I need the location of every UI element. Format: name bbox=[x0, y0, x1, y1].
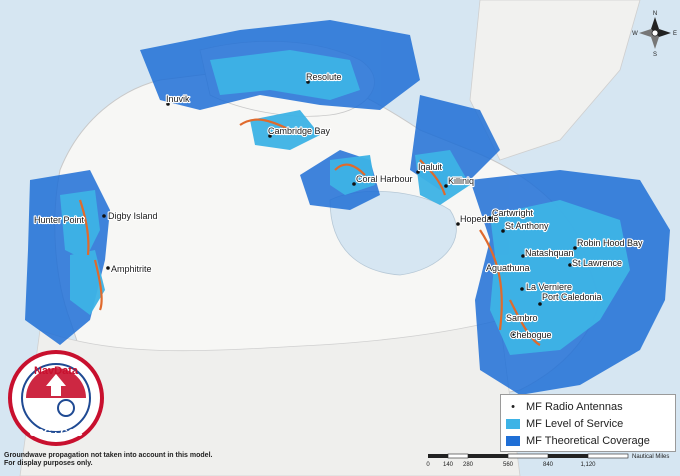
compass-rose-icon: N E S W bbox=[632, 11, 677, 58]
site-st-anthony: St Anthony bbox=[501, 220, 550, 233]
disclaimer-line-2: For display purposes only. bbox=[4, 460, 93, 467]
site-st-lawrence: St Lawrence bbox=[568, 257, 623, 269]
site-label: Hunter Point bbox=[34, 215, 85, 225]
swatch-theoretical-coverage bbox=[506, 435, 520, 446]
site-label: St Lawrence bbox=[572, 258, 622, 268]
site-label: Robin Hood Bay bbox=[577, 238, 643, 248]
site-robin-hood-bay: Robin Hood Bay bbox=[573, 237, 644, 250]
site-inuvik: Inuvik bbox=[165, 93, 191, 106]
site-label: Cartwright bbox=[492, 208, 534, 218]
scale-bar: 0 140 280 560 840 1,120 Nautical Miles bbox=[426, 453, 669, 468]
site-label: Chebogue bbox=[510, 330, 552, 340]
disclaimer-line-1: Groundwave propagation not taken into ac… bbox=[4, 452, 213, 459]
compass-west: W bbox=[632, 31, 638, 37]
site-iqaluit: Iqaluit bbox=[416, 161, 444, 174]
legend-label-level-of-service: MF Level of Service bbox=[526, 417, 624, 430]
site-hunter-point: Hunter Point bbox=[33, 214, 86, 226]
legend-row-theoretical-coverage: MF Theoretical Coverage bbox=[506, 432, 670, 449]
site-la-verniere: La Verniere bbox=[520, 281, 573, 293]
legend-label-theoretical-coverage: MF Theoretical Coverage bbox=[526, 434, 650, 447]
navdata-logo: NavData CCG · GCC bbox=[8, 350, 104, 446]
hudson-bay bbox=[329, 190, 457, 276]
site-label: Natashquan bbox=[525, 248, 574, 258]
scale-tick: 1,120 bbox=[580, 462, 596, 468]
site-amphitrite: Amphitrite bbox=[106, 263, 153, 275]
site-hopedale: Hopedale bbox=[456, 213, 500, 226]
compass-north: N bbox=[653, 11, 657, 17]
site-label: Resolute bbox=[306, 72, 342, 82]
coastline-highlights bbox=[78, 118, 541, 346]
site-chebogue: Chebogue bbox=[509, 329, 553, 341]
legend-row-antennas: • MF Radio Antennas bbox=[506, 398, 670, 415]
site-label: Killiniq bbox=[448, 176, 474, 186]
site-cartwright: Cartwright bbox=[488, 207, 535, 220]
site-label: Amphitrite bbox=[111, 264, 152, 274]
maple-leaf-icon bbox=[46, 374, 66, 396]
site-aguathuna: Aguathuna bbox=[485, 262, 531, 274]
scale-tick: 560 bbox=[503, 462, 514, 468]
antenna-dot-icon: • bbox=[511, 400, 515, 413]
compass-east: E bbox=[673, 31, 677, 37]
site-digby-island: Digby Island bbox=[102, 210, 159, 222]
site-label: Aguathuna bbox=[486, 263, 530, 273]
site-label: Sambro bbox=[506, 313, 538, 323]
compass-south: S bbox=[653, 52, 657, 58]
site-sambro: Sambro bbox=[505, 312, 539, 324]
site-label: Port Caledonia bbox=[542, 292, 602, 302]
site-label: Digby Island bbox=[108, 211, 158, 221]
legend-row-level-of-service: MF Level of Service bbox=[506, 415, 670, 432]
scale-tick: 280 bbox=[463, 462, 474, 468]
site-coral-harbour: Coral Harbour bbox=[352, 173, 414, 186]
site-cambridge-bay: Cambridge Bay bbox=[267, 125, 332, 138]
scale-tick: 840 bbox=[543, 462, 554, 468]
site-label: St Anthony bbox=[505, 221, 549, 231]
logo-bottom-text: CCG · GCC bbox=[29, 428, 82, 439]
lifebuoy-icon bbox=[57, 399, 75, 417]
map-legend: • MF Radio Antennas MF Level of Service … bbox=[500, 394, 676, 452]
logo-top-text: NavData bbox=[34, 365, 79, 377]
site-resolute: Resolute bbox=[305, 71, 343, 84]
site-markers: Inuvik Resolute Cambridge Bay Iqaluit Co… bbox=[33, 71, 644, 341]
greenland-land bbox=[469, 0, 641, 161]
site-label: Iqaluit bbox=[418, 162, 443, 172]
site-label: Hopedale bbox=[460, 214, 499, 224]
disclaimer: Groundwave propagation not taken into ac… bbox=[4, 452, 212, 468]
site-killiniq: Killiniq bbox=[444, 175, 475, 188]
scale-tick: 0 bbox=[426, 462, 430, 468]
legend-label-antennas: MF Radio Antennas bbox=[526, 400, 623, 413]
site-port-caledonia: Port Caledonia bbox=[538, 291, 603, 306]
site-natashquan: Natashquan bbox=[521, 247, 575, 259]
swatch-level-of-service bbox=[506, 418, 520, 429]
site-label: Cambridge Bay bbox=[268, 126, 331, 136]
site-label: Inuvik bbox=[166, 94, 190, 104]
scale-tick: 140 bbox=[443, 462, 454, 468]
site-label: La Verniere bbox=[526, 282, 572, 292]
scale-unit: Nautical Miles bbox=[632, 454, 669, 460]
site-label: Coral Harbour bbox=[356, 174, 413, 184]
